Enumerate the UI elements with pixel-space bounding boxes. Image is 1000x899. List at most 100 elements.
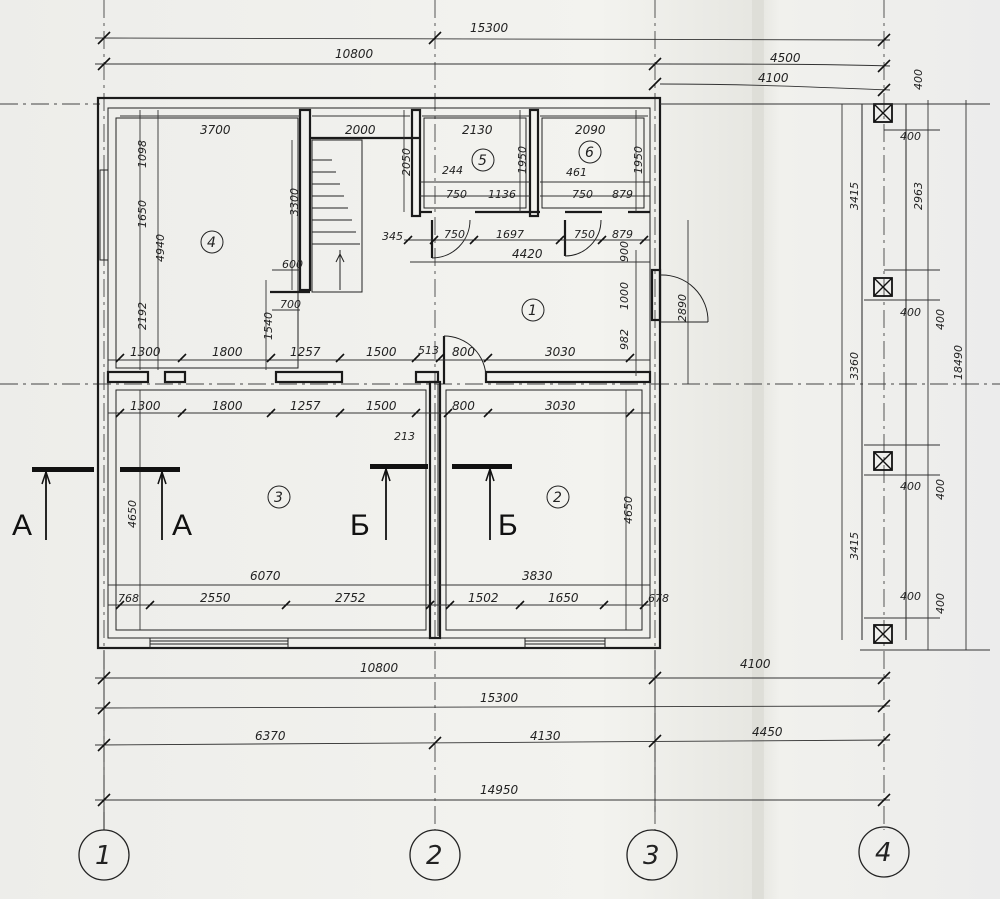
dim-r3-width: 6070 xyxy=(250,569,281,583)
dim-750b: 750 xyxy=(572,188,593,201)
axis-label-2: 2 xyxy=(426,841,443,871)
room-label-3: 3 xyxy=(274,490,283,506)
dim-bottom-sum: 14950 xyxy=(480,783,519,797)
dim-2550: 2550 xyxy=(200,591,231,605)
dim-r5-width: 2130 xyxy=(462,123,493,137)
dim-1502: 1502 xyxy=(468,591,499,605)
room-label-5: 5 xyxy=(478,153,487,169)
dim-top-total: 15300 xyxy=(470,21,509,35)
section-marker-b-left: Б xyxy=(350,464,428,542)
section-marker-a-left: А xyxy=(12,467,94,542)
axis-bubble-4 xyxy=(858,826,910,878)
dim-2752: 2752 xyxy=(335,591,366,605)
dim-u1500: 1500 xyxy=(366,345,397,359)
section-label-b-right: Б xyxy=(498,509,518,542)
dim-right-2963: 2963 xyxy=(912,182,925,210)
dim-v1540: 1540 xyxy=(262,312,275,340)
axis-label-1: 1 xyxy=(95,841,112,871)
section-label-a-left: А xyxy=(12,509,32,542)
dim-750d: 750 xyxy=(574,228,595,241)
axis-bubble-3 xyxy=(626,829,678,881)
dim-u513: 513 xyxy=(418,344,439,357)
room-label-2: 2 xyxy=(553,490,562,506)
dim-r4-width: 3700 xyxy=(200,123,231,137)
dim-bottom-c: 4450 xyxy=(752,725,783,739)
dim-l800: 800 xyxy=(452,399,475,413)
dim-750c: 750 xyxy=(444,228,465,241)
room-label-4: 4 xyxy=(207,235,216,251)
dim-l3030: 3030 xyxy=(545,399,576,413)
axis-label-3: 3 xyxy=(643,841,660,871)
axis-bubble-2 xyxy=(409,829,461,881)
dim-v1000: 1000 xyxy=(618,282,631,310)
dim-700: 700 xyxy=(280,298,301,311)
dim-768: 768 xyxy=(118,592,139,605)
dim-879a: 879 xyxy=(612,188,633,201)
column-1 xyxy=(873,103,893,123)
dim-461: 461 xyxy=(566,166,587,179)
column-4 xyxy=(873,624,893,644)
dim-879b: 879 xyxy=(612,228,633,241)
dim-c400a: 400 xyxy=(900,130,921,143)
dim-4420: 4420 xyxy=(512,247,543,261)
dim-v1098: 1098 xyxy=(136,140,149,168)
dim-l1257: 1257 xyxy=(290,399,321,413)
dim-1697: 1697 xyxy=(496,228,524,241)
axis-label-4: 4 xyxy=(875,838,892,868)
dim-right-total: 18490 xyxy=(952,345,965,380)
dim-c400c: 400 xyxy=(900,480,921,493)
dim-l1300: 1300 xyxy=(130,399,161,413)
dim-bottom-right: 4100 xyxy=(740,657,771,671)
dim-v400d: 400 xyxy=(934,593,947,614)
dim-v982: 982 xyxy=(618,329,631,350)
dim-bottom-left: 10800 xyxy=(360,661,399,675)
dim-213: 213 xyxy=(394,430,415,443)
dim-600: 600 xyxy=(282,258,303,271)
axis-bubble-1 xyxy=(78,829,130,881)
dim-u1257: 1257 xyxy=(290,345,321,359)
section-label-a-right: А xyxy=(172,509,192,542)
dim-v1950b: 1950 xyxy=(632,146,645,174)
dim-1136: 1136 xyxy=(488,188,516,201)
dim-v4650b: 4650 xyxy=(622,496,635,524)
dim-r2-width: 3830 xyxy=(522,569,553,583)
dim-bottom-b: 4130 xyxy=(530,729,561,743)
dim-v2192: 2192 xyxy=(136,302,149,330)
dim-right-bottom: 3415 xyxy=(848,532,861,560)
dim-345: 345 xyxy=(382,230,403,243)
dim-c400b: 400 xyxy=(900,306,921,319)
dim-750a: 750 xyxy=(446,188,467,201)
dim-678: 678 xyxy=(648,592,669,605)
room-label-1: 1 xyxy=(528,303,537,319)
dim-l1500: 1500 xyxy=(366,399,397,413)
dim-v4650a: 4650 xyxy=(126,500,139,528)
dim-bottom-a: 6370 xyxy=(255,729,286,743)
dim-v2890: 2890 xyxy=(676,294,689,322)
dim-v400c: 400 xyxy=(934,479,947,500)
dim-v400a: 400 xyxy=(912,69,925,90)
dim-l1800: 1800 xyxy=(212,399,243,413)
dim-top-right: 4500 xyxy=(770,51,801,65)
dim-v900: 900 xyxy=(618,241,631,262)
dim-c400d: 400 xyxy=(900,590,921,603)
dim-v2050: 2050 xyxy=(400,148,413,176)
dim-v1650: 1650 xyxy=(136,200,149,228)
column-2 xyxy=(873,277,893,297)
dim-right-mid: 3360 xyxy=(848,352,861,380)
room-label-6: 6 xyxy=(585,145,594,161)
dim-bottom-total: 15300 xyxy=(480,691,519,705)
dim-top-left: 10800 xyxy=(335,47,374,61)
dim-u3030: 3030 xyxy=(545,345,576,359)
section-marker-b-right: Б xyxy=(452,464,518,542)
section-marker-a-right: А xyxy=(120,467,192,542)
dim-u800: 800 xyxy=(452,345,475,359)
dim-u1800: 1800 xyxy=(212,345,243,359)
dim-u1300: 1300 xyxy=(130,345,161,359)
dim-stair-width: 2000 xyxy=(345,123,376,137)
dim-top-right2: 4100 xyxy=(758,71,789,85)
dim-v4940: 4940 xyxy=(154,234,167,262)
section-label-b-left: Б xyxy=(350,509,370,542)
dim-244: 244 xyxy=(442,164,463,177)
